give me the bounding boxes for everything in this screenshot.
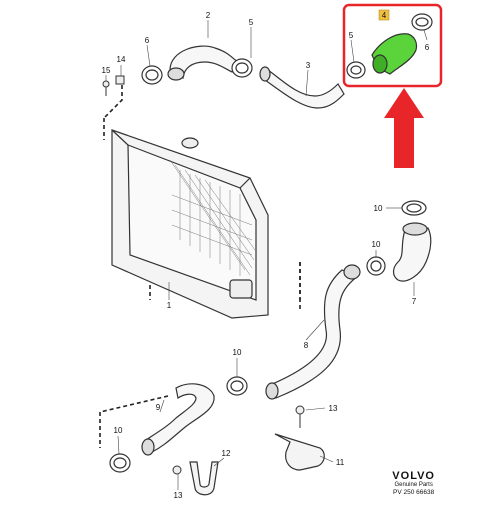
red-arrow [384, 88, 424, 168]
clip-14 [115, 75, 125, 85]
callout-10-bottom: 10 [114, 426, 123, 435]
hose-7 [392, 222, 432, 282]
hose-8 [265, 264, 361, 400]
bracket-12 [189, 461, 219, 496]
callout-5-top-right: 5 [349, 31, 354, 40]
callout-10-mid: 10 [233, 348, 242, 357]
callout-13-bottom: 13 [174, 491, 183, 500]
callout-15: 15 [102, 66, 111, 75]
volvo-logo: VOLVO [392, 470, 435, 482]
callout-6-right: 6 [425, 43, 430, 52]
clamp-5-right [346, 61, 366, 79]
clamp-5-left [231, 58, 253, 78]
clamp-10-top [401, 200, 427, 216]
callout-1: 1 [167, 301, 172, 310]
clamp-5-mid [366, 256, 386, 276]
clamp-10-bottom [109, 453, 131, 473]
dashed-leaders-lower [99, 262, 301, 448]
clamp-6-right [411, 13, 433, 31]
callout-5-top-left: 5 [249, 18, 254, 27]
callout-labels: 2 5 6 4 5 6 3 14 15 1 10 7 8 10 9 10 10 … [102, 11, 430, 500]
highlight-box [342, 3, 443, 88]
callout-10-top: 10 [374, 204, 383, 213]
bolt-15 [102, 80, 110, 96]
callout-9: 9 [156, 403, 161, 412]
callout-7: 7 [412, 297, 417, 306]
genuine-parts-label: Genuine Parts [394, 482, 433, 488]
bracket-11 [274, 433, 325, 471]
diagram-code: PV 250 66638 [393, 489, 435, 496]
bolt-13-right [295, 405, 305, 428]
callout-3: 3 [306, 61, 311, 70]
volvo-brand-block: VOLVO Genuine Parts PV 250 66638 [392, 470, 435, 497]
hose-3 [259, 66, 345, 109]
callout-14: 14 [117, 55, 126, 64]
hose-4-highlighted [371, 33, 418, 75]
callout-6-left: 6 [145, 36, 150, 45]
callout-4: 4 [382, 11, 387, 20]
clamp-6-left [141, 65, 163, 85]
callout-10-right: 10 [372, 240, 381, 249]
bolt-13-bottom [172, 465, 182, 475]
hose-2 [167, 45, 239, 81]
callout-2: 2 [206, 11, 211, 20]
callout-8: 8 [304, 341, 309, 350]
clamp-10-mid [226, 376, 248, 396]
callout-13-right: 13 [329, 404, 338, 413]
intercooler [111, 129, 269, 319]
callout-12: 12 [222, 449, 231, 458]
leader-lines [105, 20, 428, 490]
hose-9 [141, 383, 215, 456]
label-box-4 [378, 9, 390, 21]
callout-11: 11 [336, 458, 345, 467]
